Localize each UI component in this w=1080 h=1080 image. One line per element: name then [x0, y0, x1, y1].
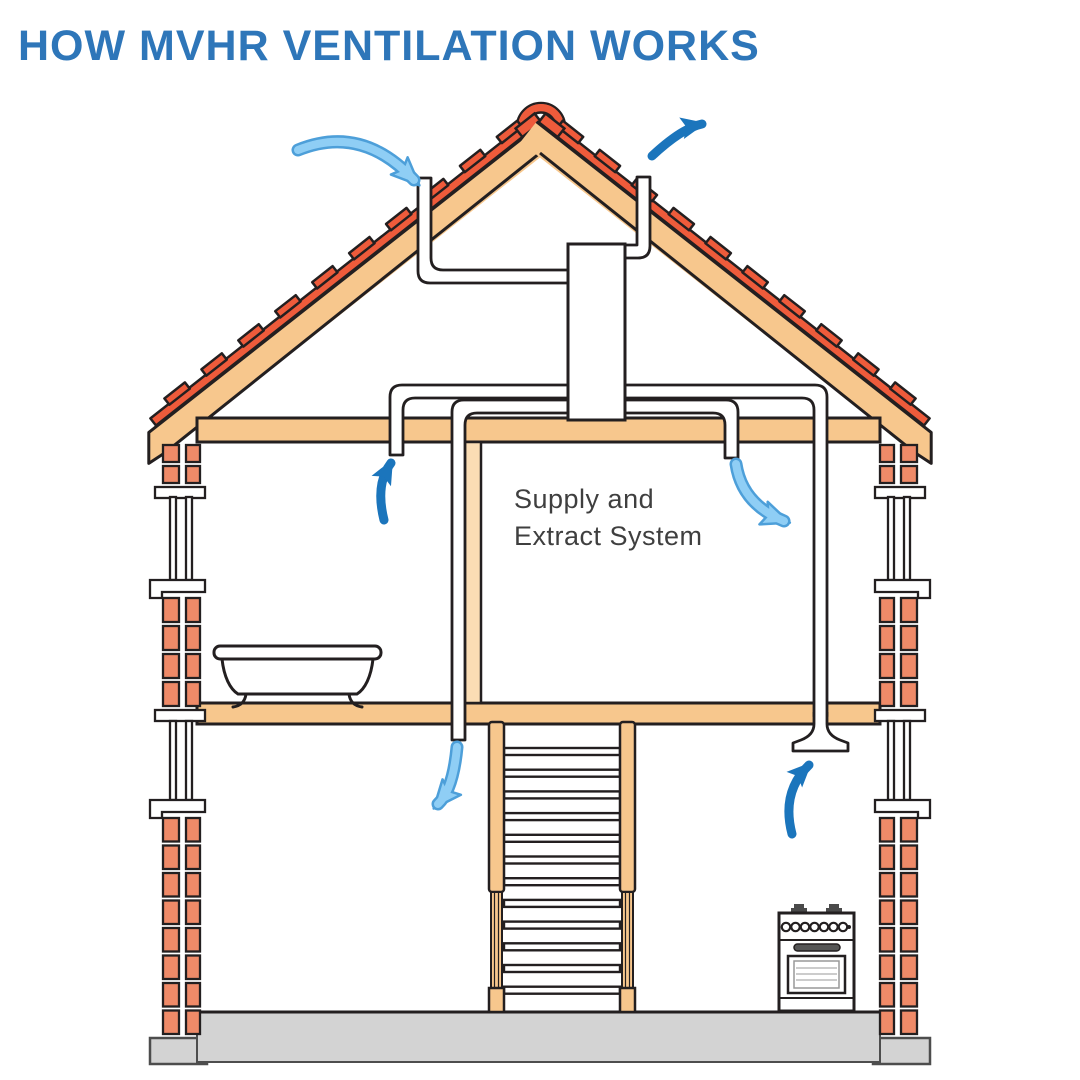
first-floor: [195, 701, 882, 726]
ducts: [388, 175, 850, 753]
ground-slab: [148, 1010, 932, 1066]
mvhr-unit: [566, 242, 627, 422]
staircase: [487, 720, 637, 1014]
mvhr: [566, 242, 627, 422]
scene-layers: [147, 101, 933, 1066]
stale-air-exhaust-arrow: [647, 117, 707, 161]
bathroom-extract-arrow: [371, 458, 396, 525]
duct-roof-exhaust: [623, 175, 652, 260]
duct-supply-bedroom: [623, 398, 740, 460]
cooker: [777, 904, 856, 1013]
attic-floor: [195, 416, 882, 444]
duct-extract-bathroom-ceiling: [388, 383, 571, 457]
room-label-line2: Extract System: [514, 521, 703, 551]
bathtub: [212, 644, 383, 709]
page-title: HOW MVHR VENTILATION WORKS: [18, 22, 760, 70]
room-label-line1: Supply and: [514, 484, 654, 514]
living-room-supply-arrow: [431, 740, 464, 811]
airflow-arrows: [291, 117, 814, 839]
fresh-air-intake-arrow: [291, 135, 421, 187]
right-wall: [873, 443, 932, 1036]
kitchen-extract-arrow: [784, 760, 814, 839]
bedroom-supply-arrow: [729, 457, 792, 528]
roof-left: [147, 111, 560, 465]
left-wall: [148, 443, 207, 1036]
duct-supply-living-room: [450, 398, 571, 742]
floors: [195, 416, 882, 726]
partition-wall: [462, 440, 483, 705]
kitchen-extract-hood: [793, 712, 848, 751]
